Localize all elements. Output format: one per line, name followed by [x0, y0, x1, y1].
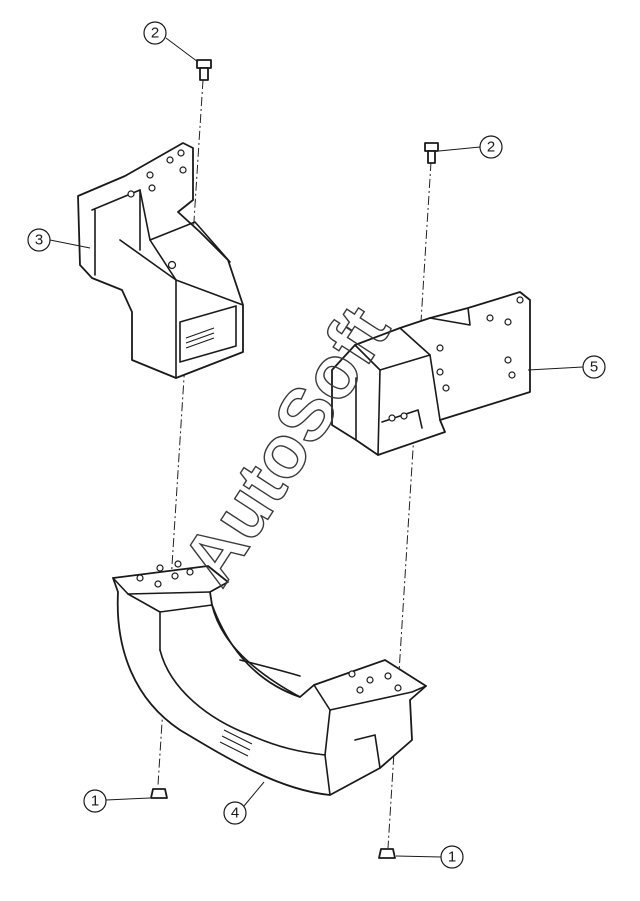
- nut-right: [378, 848, 396, 859]
- assembly-line-right: [387, 161, 432, 849]
- assembly-line-left: [157, 79, 204, 786]
- nut-left: [150, 788, 168, 799]
- upper-left-bracket: [77, 142, 244, 379]
- svg-text:2: 2: [151, 25, 159, 42]
- callout-bracket-5: 5: [582, 355, 606, 379]
- leader-c5: [527, 366, 584, 371]
- right-bracket: [331, 291, 531, 456]
- bolt-upper-left: [196, 59, 212, 81]
- callout-bracket-4: 4: [223, 801, 247, 825]
- svg-text:3: 3: [35, 232, 43, 249]
- svg-text:5: 5: [590, 359, 598, 376]
- leader-c1a: [105, 797, 151, 801]
- bolt-upper-right: [424, 142, 439, 164]
- callout-nut-1-left: 1: [83, 789, 107, 813]
- leader-c3: [49, 239, 91, 249]
- callout-bracket-3: 3: [27, 228, 51, 252]
- leader-c2a: [165, 37, 199, 63]
- leader-c4: [243, 781, 265, 807]
- svg-text:1: 1: [91, 793, 99, 810]
- callout-bolt-2-right: 2: [479, 135, 503, 159]
- svg-text:4: 4: [231, 805, 239, 822]
- leader-c1b: [395, 855, 442, 858]
- svg-text:2: 2: [487, 139, 495, 156]
- lower-u-bracket: [112, 560, 427, 796]
- svg-text:1: 1: [448, 849, 456, 866]
- callout-nut-1-right: 1: [440, 845, 464, 869]
- leader-c2b: [438, 146, 481, 152]
- callout-bolt-2-upper: 2: [143, 21, 167, 45]
